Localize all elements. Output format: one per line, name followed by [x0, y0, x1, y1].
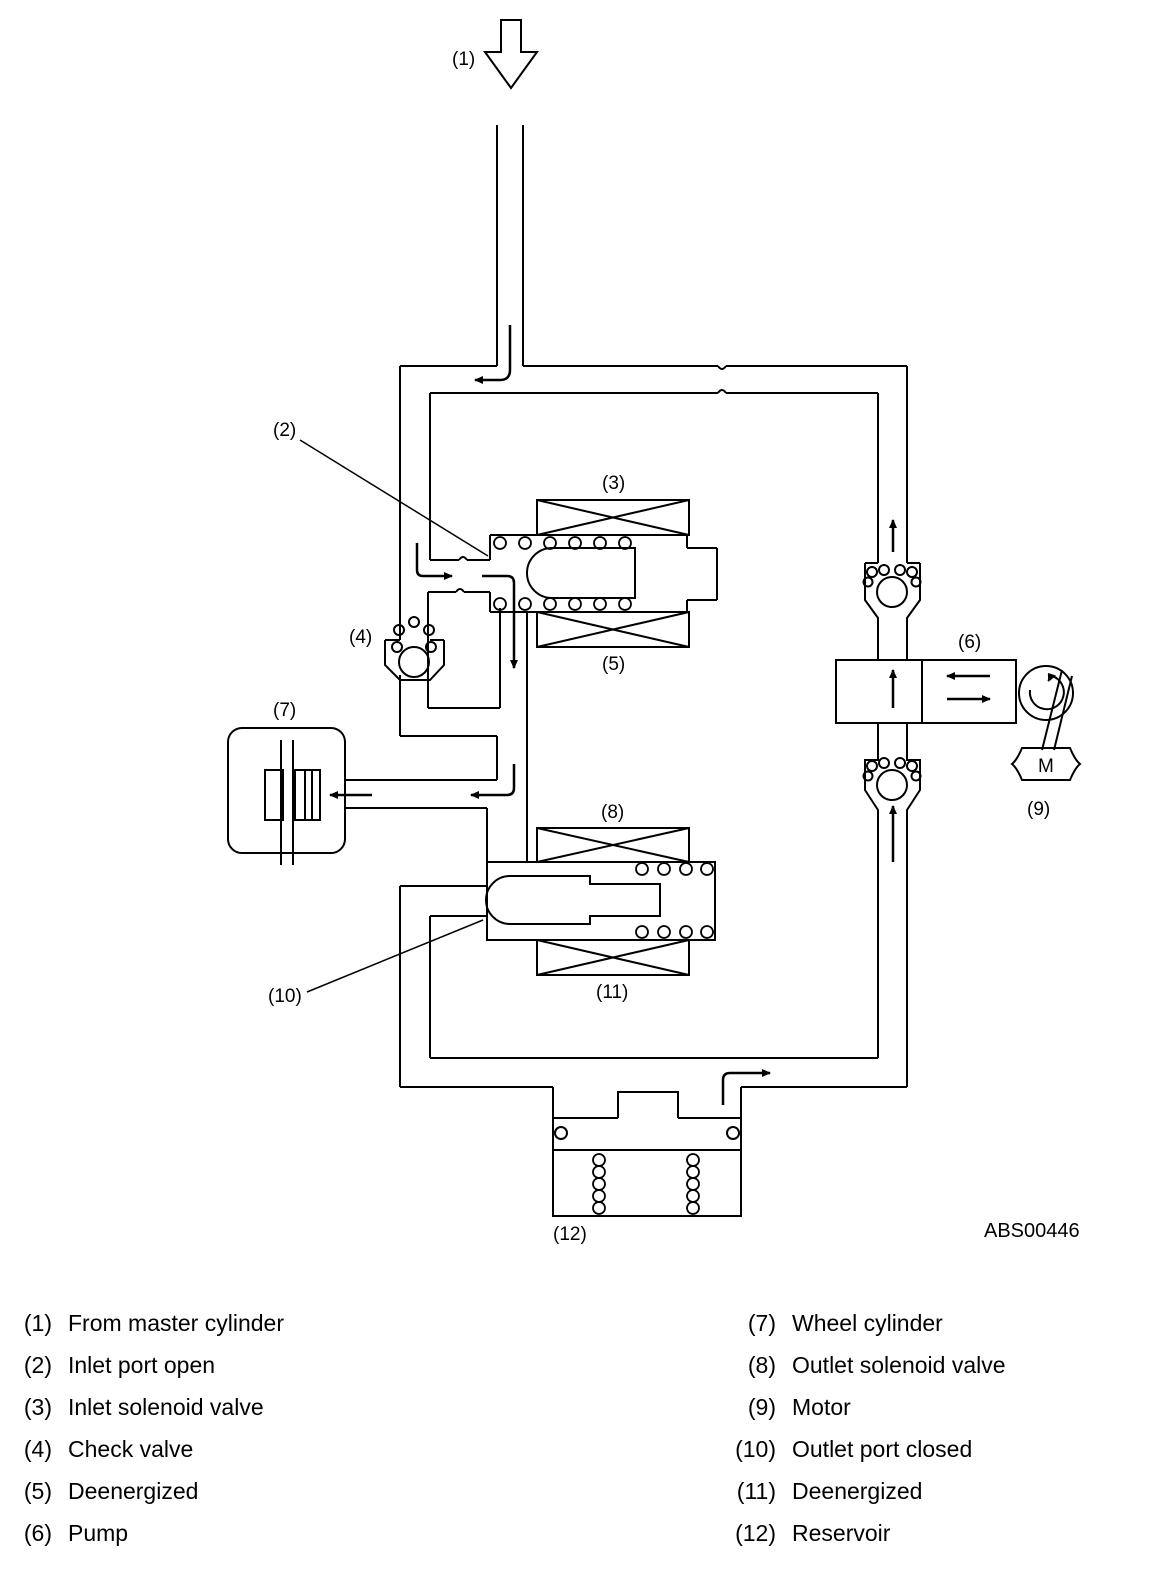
- inlet-solenoid-coil: [536, 499, 690, 648]
- outlet-valve-spring: [635, 862, 714, 939]
- legend-number: (12): [735, 1520, 776, 1546]
- callout-8: (8): [601, 802, 624, 823]
- legend-text: Outlet port closed: [792, 1436, 973, 1462]
- legend-text: Deenergized: [68, 1478, 199, 1504]
- callout-3: (3): [602, 473, 625, 494]
- legend-number: (5): [23, 1478, 52, 1504]
- legend-item: (11) Deenergized: [716, 1470, 1006, 1512]
- legend-item: (9) Motor: [716, 1386, 1006, 1428]
- wheel-cylinder: [227, 727, 346, 865]
- legend-item: (10) Outlet port closed: [716, 1428, 1006, 1470]
- legend-item: (2) Inlet port open: [0, 1344, 284, 1386]
- legend-number: (7): [747, 1310, 776, 1336]
- callout-6: (6): [958, 632, 981, 653]
- legend-number: (10): [735, 1436, 776, 1462]
- legend-text: Wheel cylinder: [792, 1310, 943, 1336]
- callout-9: (9): [1027, 799, 1050, 820]
- callout-5: (5): [602, 654, 625, 675]
- legend-text: From master cylinder: [68, 1310, 284, 1336]
- callout-10: (10): [268, 986, 302, 1007]
- callout-1: (1): [452, 49, 475, 70]
- reservoir-spring-left: [592, 1153, 606, 1215]
- reservoir: [552, 1087, 742, 1217]
- legend-number: (9): [747, 1394, 776, 1420]
- legend-item: (5) Deenergized: [0, 1470, 284, 1512]
- legend-number: (2): [23, 1352, 52, 1378]
- main-circuit-pipe: [345, 365, 908, 1088]
- callout-2: (2): [273, 420, 296, 441]
- outlet-valve-plunger: [485, 861, 716, 941]
- legend-text: Inlet port open: [68, 1352, 216, 1378]
- inlet-valve-plunger: [489, 534, 718, 613]
- legend-text: Motor: [792, 1394, 851, 1420]
- callout-11: (11): [596, 982, 628, 1003]
- legend-number: (6): [23, 1520, 52, 1546]
- pump-lower-check-valve: [862, 723, 922, 842]
- callout-12: (12): [553, 1224, 587, 1245]
- callout-4: (4): [349, 627, 372, 648]
- outlet-solenoid-coil: [536, 827, 690, 976]
- legend-item: (1) From master cylinder: [0, 1302, 284, 1344]
- legend-text: Check valve: [68, 1436, 194, 1462]
- legend-text: Deenergized: [792, 1478, 923, 1504]
- pump-body: [835, 659, 1017, 724]
- reservoir-spring-right: [686, 1153, 700, 1215]
- legend-right-column: (7) Wheel cylinder (8) Outlet solenoid val…: [716, 1302, 1006, 1554]
- legend-item: (4) Check valve: [0, 1428, 284, 1470]
- legend-number: (8): [747, 1352, 776, 1378]
- leader-lines: [299, 439, 489, 993]
- motor-assembly: [1010, 665, 1082, 781]
- legend-number: (11): [736, 1478, 776, 1504]
- legend-text: Outlet solenoid valve: [792, 1352, 1006, 1378]
- legend-item: (12) Reservoir: [716, 1512, 1006, 1554]
- legend-item: (3) Inlet solenoid valve: [0, 1386, 284, 1428]
- legend-text: Pump: [68, 1520, 129, 1546]
- pump-upper-check-valve: [862, 562, 922, 660]
- master-cylinder-input-arrow: [483, 19, 539, 90]
- figure-id: ABS00446: [984, 1220, 1080, 1242]
- motor-letter: M: [1038, 756, 1054, 777]
- check-valve: [384, 616, 445, 681]
- legend-item: (6) Pump: [0, 1512, 284, 1554]
- flow-arrows: [329, 325, 991, 1105]
- legend-number: (4): [23, 1436, 52, 1462]
- legend-text: Reservoir: [792, 1520, 891, 1546]
- legend-item: (8) Outlet solenoid valve: [716, 1344, 1006, 1386]
- inlet-pipe: [496, 125, 524, 366]
- legend-item: (7) Wheel cylinder: [716, 1302, 1006, 1344]
- legend-number: (1): [23, 1310, 52, 1336]
- callout-7: (7): [273, 700, 296, 721]
- legend-left-column: (1) From master cylinder (2) Inlet port op…: [0, 1302, 284, 1554]
- legend-text: Inlet solenoid valve: [68, 1394, 264, 1420]
- legend-number: (3): [23, 1394, 52, 1420]
- inlet-valve-spring: [493, 536, 632, 611]
